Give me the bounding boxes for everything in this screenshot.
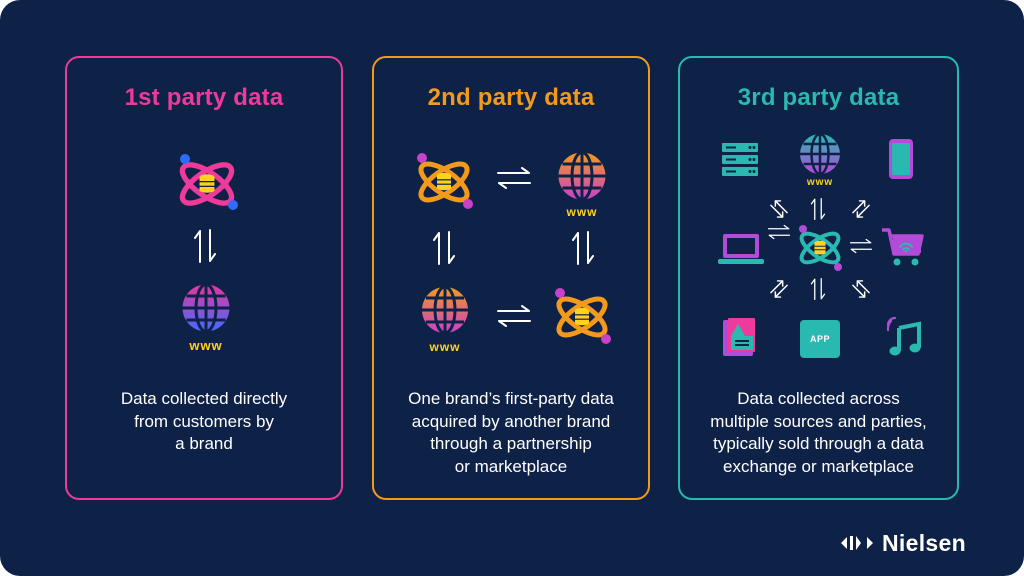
swap-arrows-icon	[770, 280, 788, 298]
nielsen-logo-icon	[841, 536, 873, 550]
atom-database-icon	[552, 288, 612, 344]
swap-arrows-icon	[767, 224, 791, 240]
nielsen-wordmark: Nielsen	[882, 529, 966, 556]
www-label: www	[806, 177, 834, 188]
laptop-icon	[718, 234, 764, 264]
first-party-title: 1st party data	[124, 84, 284, 111]
swap-arrows-icon	[849, 238, 873, 254]
swap-arrows-icon	[810, 277, 826, 301]
swap-arrows-icon	[770, 200, 788, 218]
shopping-cart-icon	[882, 228, 924, 266]
third-party-title: 3rd party data	[737, 84, 900, 111]
swap-arrows-icon	[571, 228, 595, 268]
globe-icon	[558, 151, 606, 201]
globe-icon	[422, 285, 468, 335]
www-label: www	[429, 340, 461, 354]
swap-arrows-icon	[494, 304, 534, 328]
atom-database-icon	[796, 225, 844, 271]
second-party-title: 2nd party data	[427, 84, 595, 111]
swap-arrows-icon	[494, 166, 534, 190]
app-icon: APP	[800, 320, 840, 358]
second-party-card: 2nd party data www	[372, 56, 650, 500]
www-label: www	[189, 338, 223, 353]
music-note-icon	[886, 316, 921, 356]
third-party-description: Data collected across multiple sources a…	[710, 389, 927, 476]
second-party-description: One brand’s first-party data acquired by…	[408, 389, 614, 476]
atom-database-icon	[414, 153, 474, 209]
nielsen-logo: Nielsen	[840, 528, 966, 558]
swap-arrows-icon	[852, 280, 870, 298]
globe-icon	[800, 132, 840, 176]
swap-arrows-icon	[193, 226, 217, 266]
server-icon	[722, 143, 758, 176]
globe-icon	[181, 283, 231, 333]
swap-arrows-icon	[432, 228, 456, 268]
swap-arrows-icon	[810, 197, 826, 221]
smartphone-icon	[889, 139, 913, 179]
first-party-card: 1st party data www Data collected direct…	[65, 56, 343, 500]
www-label: www	[566, 205, 598, 219]
first-party-description: Data collected directly from customers b…	[120, 389, 288, 453]
third-party-card: 3rd party data w	[678, 56, 959, 500]
atom-database-icon	[175, 154, 239, 216]
swap-arrows-icon	[852, 200, 870, 218]
book-icon	[723, 318, 755, 356]
